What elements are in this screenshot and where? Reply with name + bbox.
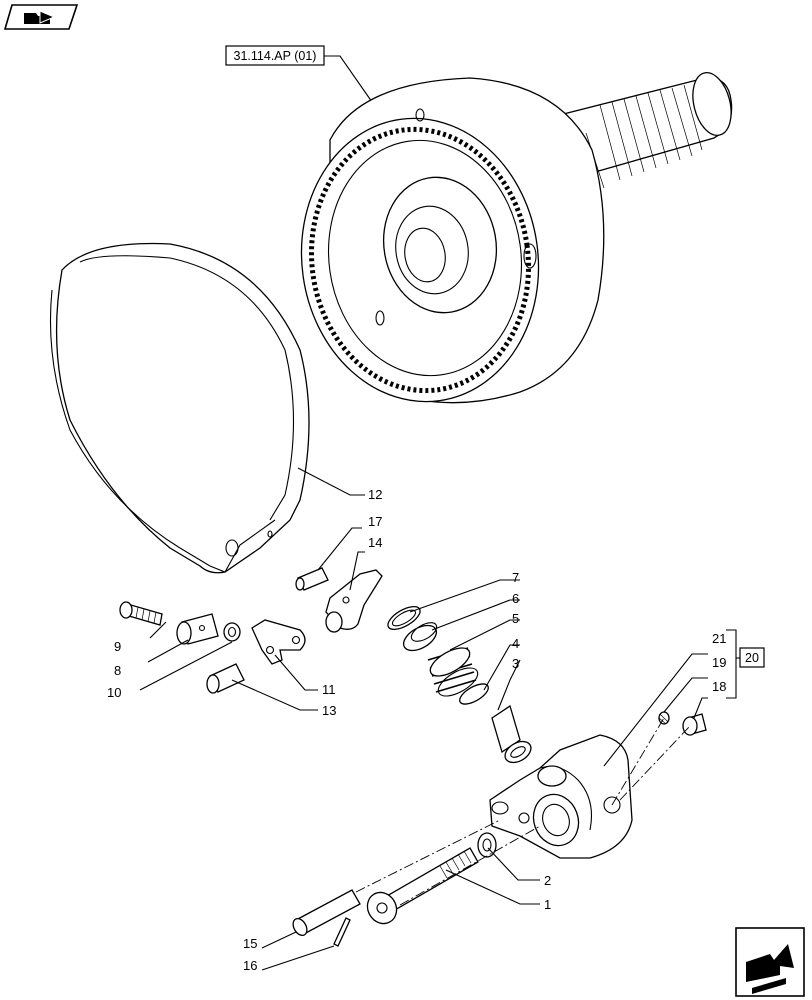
callout-6: 6 bbox=[512, 591, 519, 606]
callout-1: 1 bbox=[544, 897, 551, 912]
part-8-pin bbox=[176, 613, 219, 645]
callout-12: 12 bbox=[368, 487, 382, 502]
assembly-lines bbox=[355, 717, 691, 906]
part-11-bracket bbox=[251, 619, 306, 665]
kit-label: 20 bbox=[745, 651, 759, 665]
part-16-split-pin bbox=[333, 917, 351, 947]
part-15-pin bbox=[292, 889, 361, 937]
reference-leader bbox=[324, 55, 373, 103]
part-9-bolt bbox=[119, 601, 163, 626]
callout-labels: 1 2 3 4 5 6 7 8 9 10 11 12 13 14 15 16 1… bbox=[107, 487, 726, 973]
callout-14: 14 bbox=[368, 535, 382, 550]
callout-17: 17 bbox=[368, 514, 382, 529]
callout-15: 15 bbox=[243, 936, 257, 951]
callout-8: 8 bbox=[114, 663, 121, 678]
callout-10: 10 bbox=[107, 685, 121, 700]
callout-11: 11 bbox=[322, 682, 336, 697]
part-18-plug bbox=[682, 713, 707, 736]
callout-21: 21 bbox=[712, 631, 726, 646]
part-3-valve bbox=[491, 704, 532, 764]
part-7-ring bbox=[387, 605, 421, 631]
part-5-spring bbox=[427, 647, 479, 697]
part-6-cup bbox=[402, 622, 438, 652]
reference-label: 31.114.AP (01) bbox=[234, 49, 317, 63]
brake-band bbox=[49, 242, 310, 574]
part-14-lever bbox=[325, 569, 383, 633]
kit-box[interactable]: 20 bbox=[739, 647, 765, 668]
part-1-cap-screw bbox=[366, 847, 479, 925]
part-19-set-screw bbox=[658, 711, 670, 725]
callout-19: 19 bbox=[712, 655, 726, 670]
callout-4: 4 bbox=[512, 636, 519, 651]
callout-18: 18 bbox=[712, 679, 726, 694]
reference-box[interactable]: 31.114.AP (01) bbox=[225, 45, 325, 66]
callout-9: 9 bbox=[114, 639, 121, 654]
callout-3: 3 bbox=[512, 656, 519, 671]
brake-drum-assembly bbox=[300, 71, 733, 404]
part-17-pin bbox=[295, 567, 329, 591]
part-13-pin bbox=[206, 663, 245, 694]
part-21-housing bbox=[489, 734, 633, 859]
part-4-o-ring bbox=[459, 683, 489, 705]
callout-2: 2 bbox=[544, 873, 551, 888]
callout-7: 7 bbox=[512, 570, 519, 585]
callout-13: 13 bbox=[322, 703, 336, 718]
part-10-nut bbox=[223, 622, 241, 642]
folder-arrow-icon[interactable] bbox=[3, 4, 79, 30]
callout-5: 5 bbox=[512, 611, 519, 626]
leader-lines bbox=[139, 467, 740, 971]
callout-16: 16 bbox=[243, 958, 257, 973]
next-page-arrow-icon[interactable] bbox=[735, 927, 805, 997]
